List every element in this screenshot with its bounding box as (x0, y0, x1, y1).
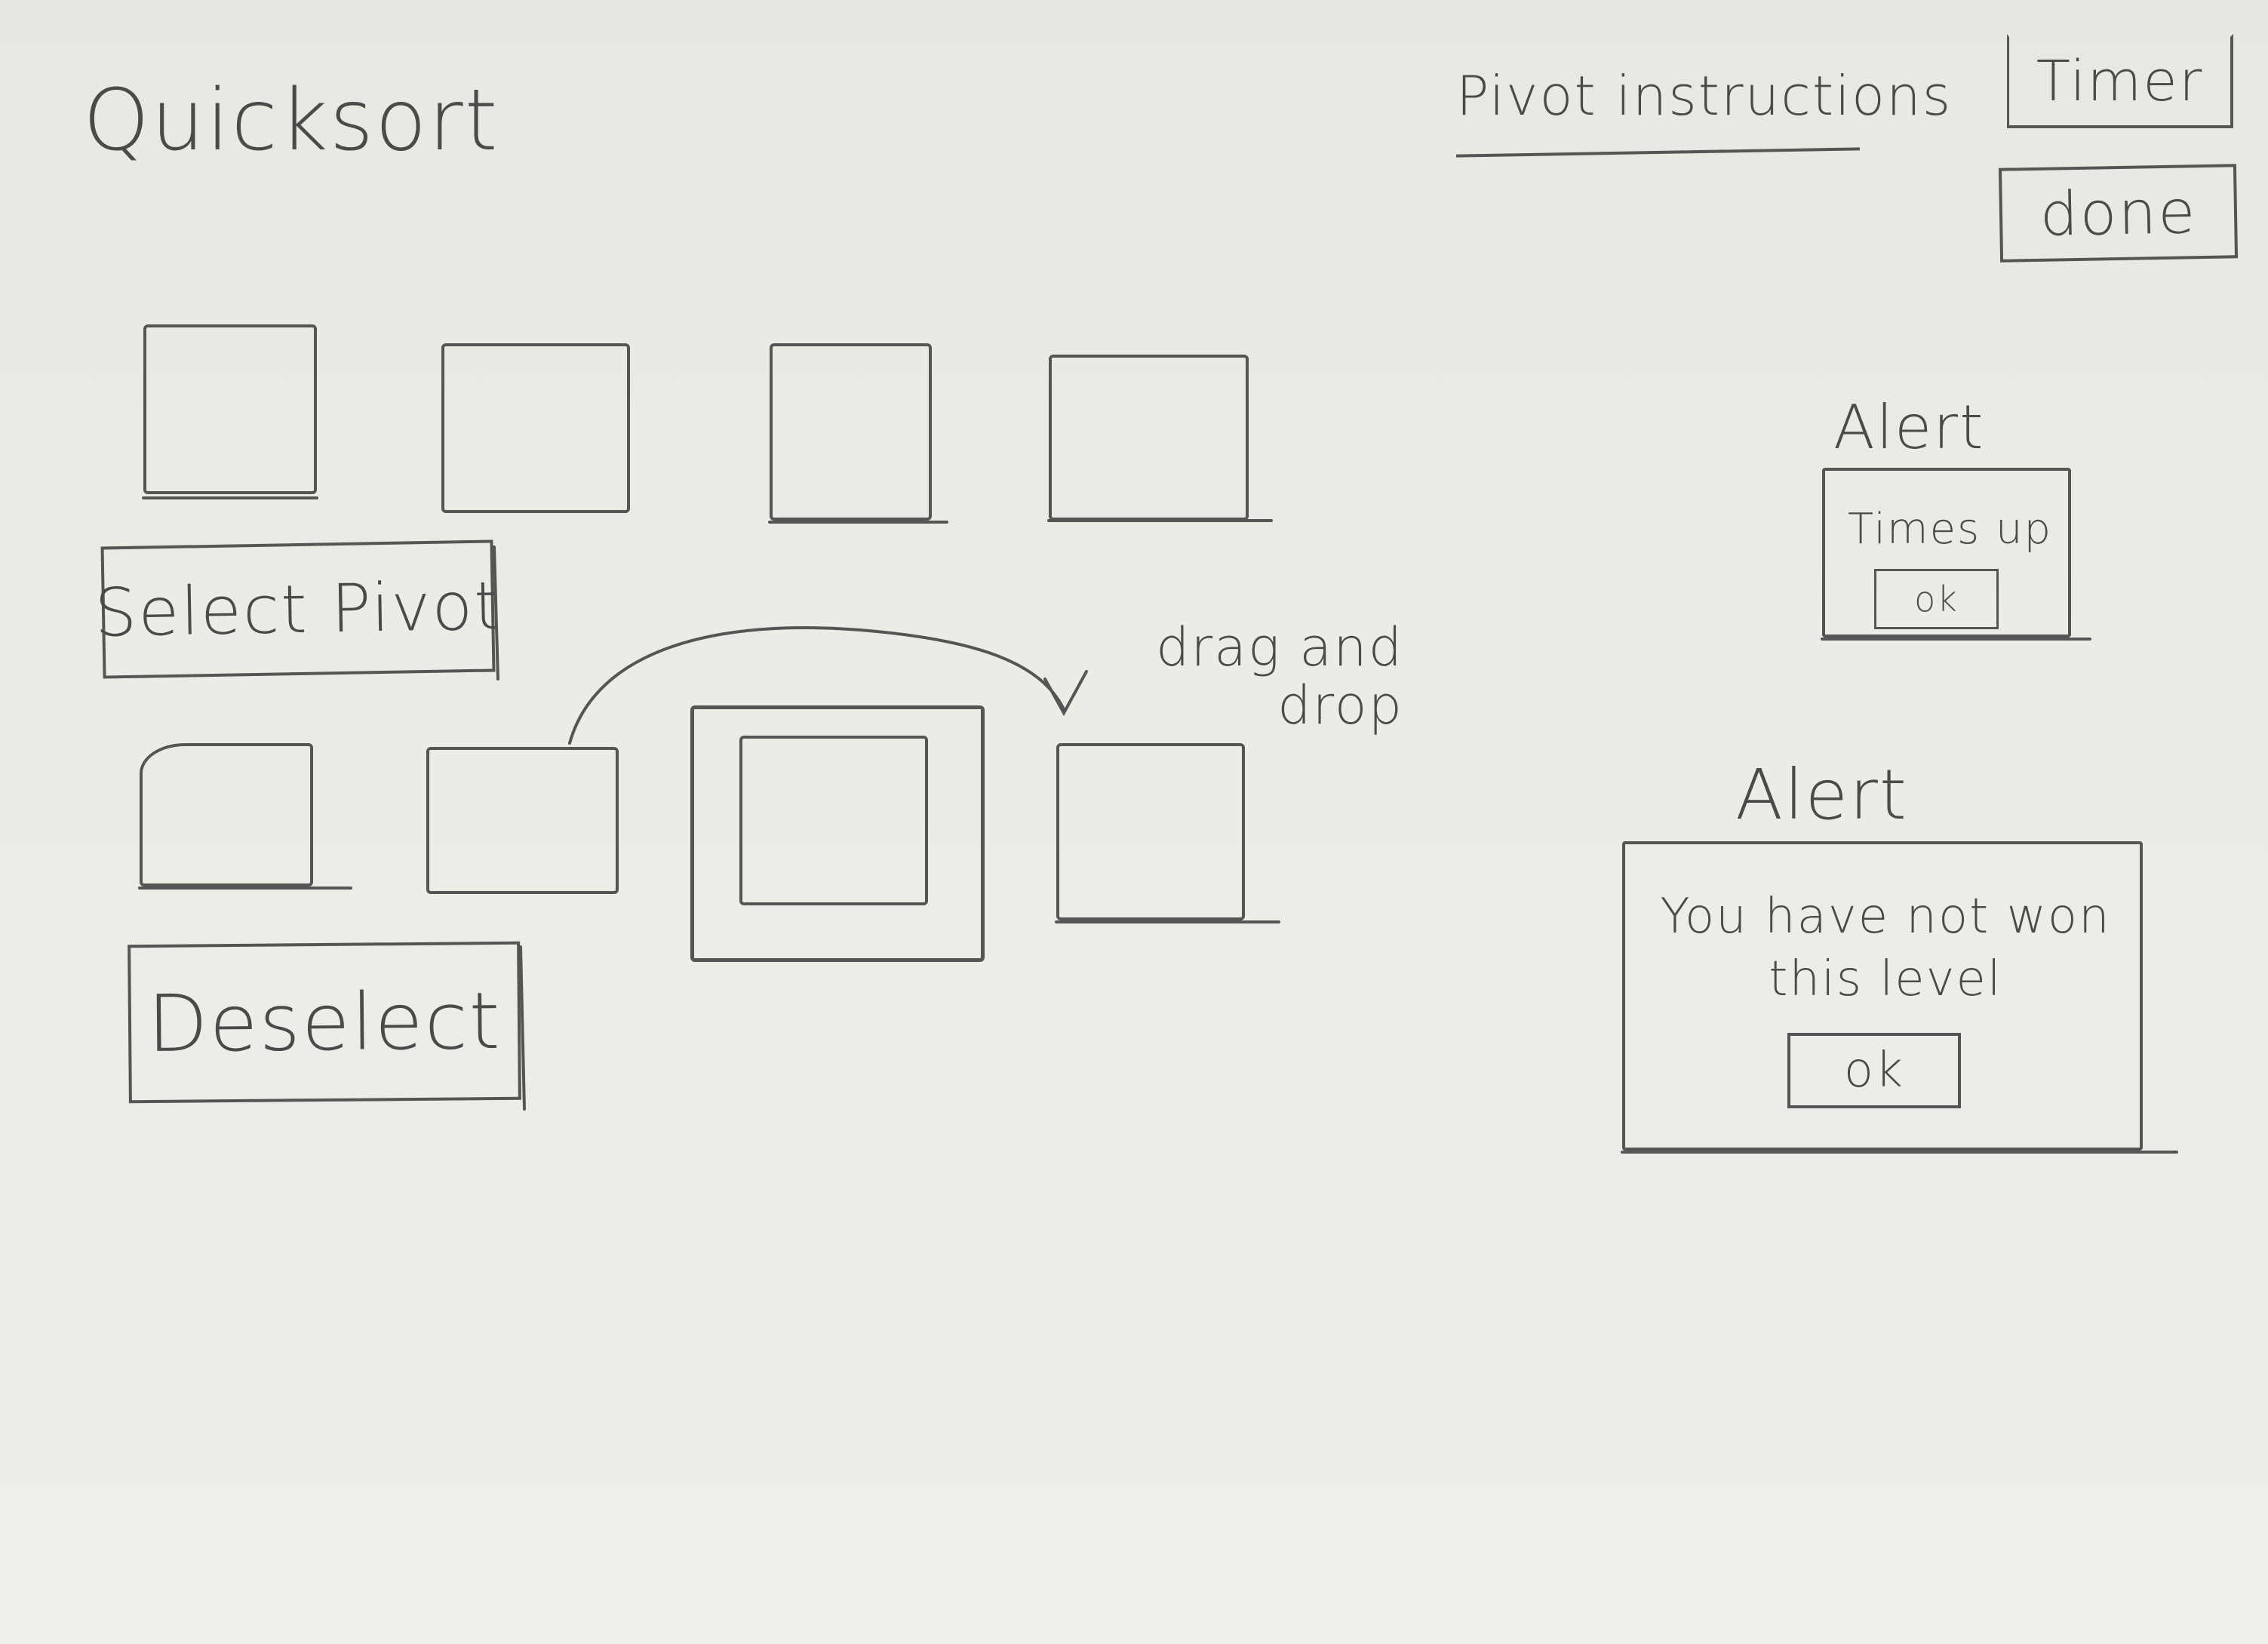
select-pivot-label: Select Pivot (94, 567, 502, 652)
array-box[interactable] (441, 343, 630, 513)
done-label: done (2039, 177, 2198, 250)
deselect-label: Deselect (146, 974, 502, 1071)
select-pivot-button[interactable]: Select Pivot (94, 539, 502, 679)
alert-message: You have not won this level (1660, 889, 2111, 1008)
alert-title: Alert (1735, 754, 1908, 835)
done-button[interactable]: done (1998, 164, 2239, 263)
array-box[interactable] (143, 324, 317, 494)
alert-ok-label: ok (1843, 1043, 1905, 1099)
alert-dialog: You have not won this level ok (1622, 841, 2143, 1151)
alert-dialog: Times up ok (1822, 468, 2071, 638)
array-box[interactable] (770, 343, 932, 521)
array-box[interactable] (1049, 355, 1249, 521)
array-box[interactable] (426, 747, 619, 894)
page-title: Quicksort (83, 72, 499, 170)
alert-ok-label: ok (1914, 579, 1959, 619)
pivot-instructions-link[interactable]: Pivot instructions (1456, 64, 1953, 128)
drop-target-box[interactable] (1056, 743, 1245, 920)
pivot-instructions-underline (1456, 147, 1860, 158)
deselect-button[interactable]: Deselect (128, 941, 521, 1104)
timer-button[interactable]: Timer (2007, 34, 2233, 128)
selected-pivot-box[interactable] (739, 736, 928, 905)
drag-arrow-head (1043, 670, 1088, 717)
array-box[interactable] (140, 743, 313, 887)
alert-ok-button[interactable]: ok (1787, 1033, 1961, 1108)
alert-message: Times up (1848, 505, 2053, 554)
timer-label: Timer (2036, 48, 2204, 114)
alert-title: Alert (1833, 392, 1985, 462)
alert-ok-button[interactable]: ok (1874, 569, 1999, 629)
drag-drop-annotation: drag and drop (1155, 616, 1403, 736)
